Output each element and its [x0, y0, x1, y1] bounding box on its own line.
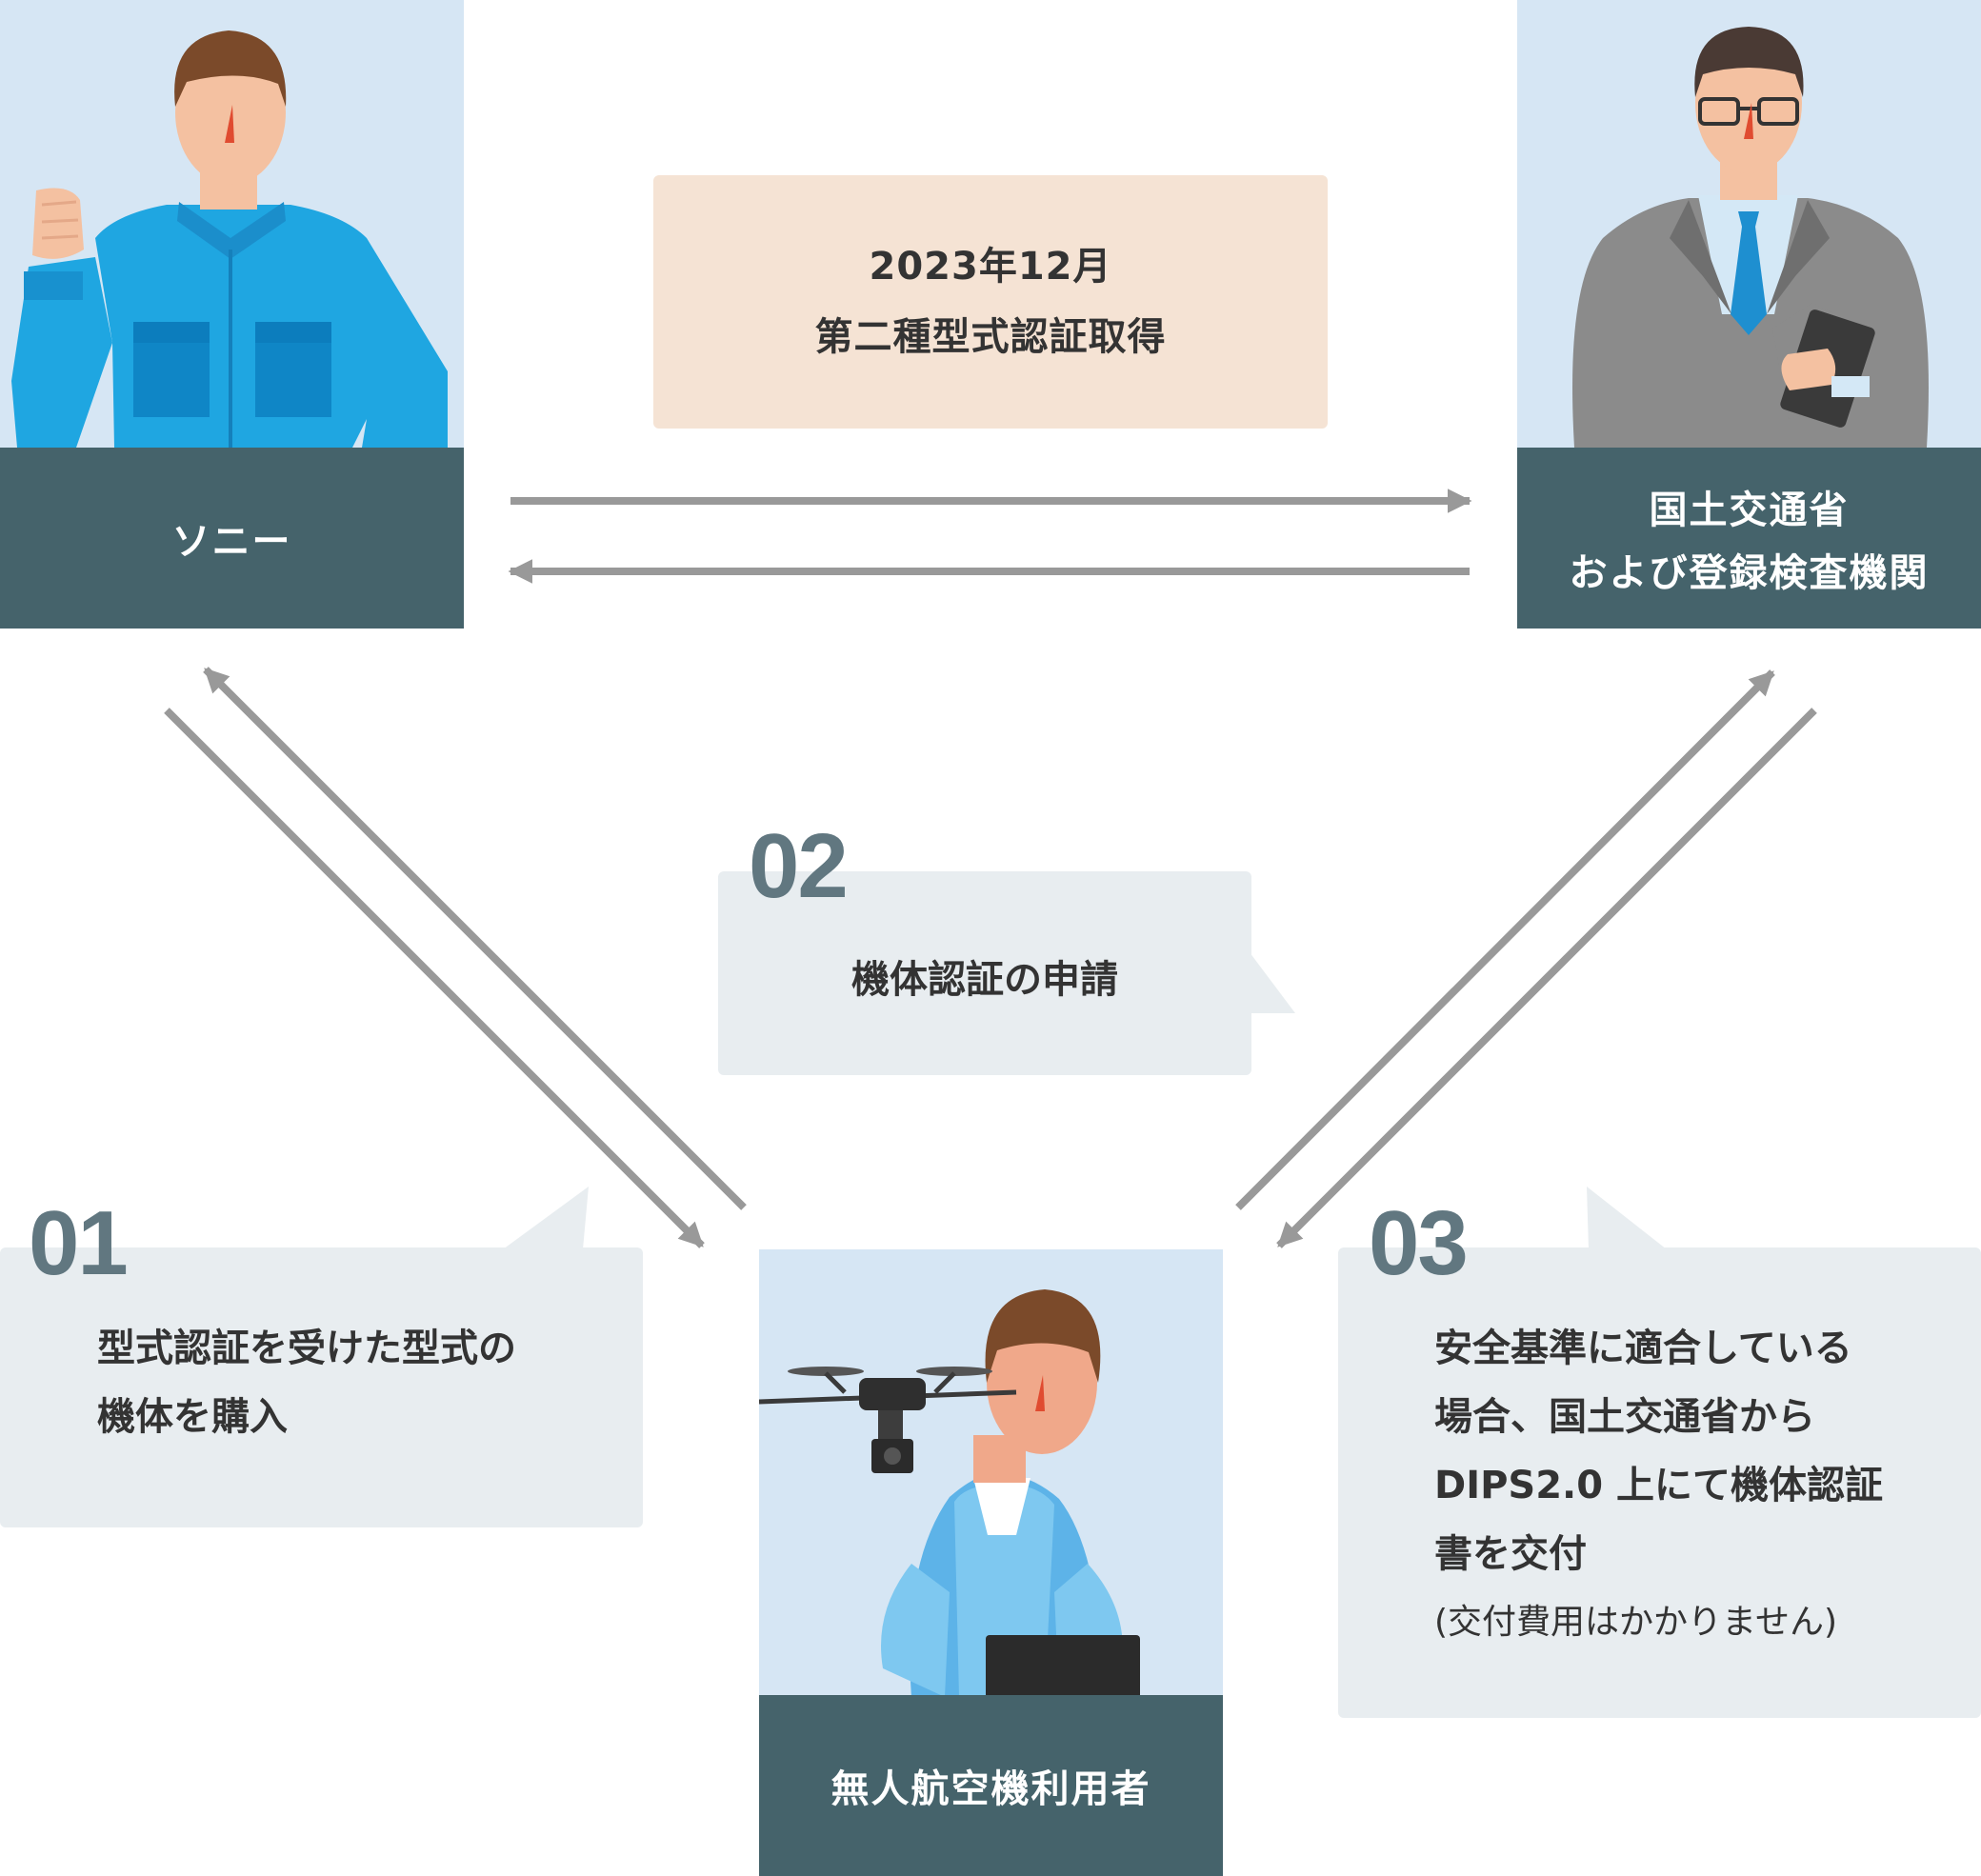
certification-box: 2023年12月 第二種型式認証取得 — [653, 175, 1328, 429]
user-label-text: 無人航空機利用者 — [830, 1767, 1151, 1811]
step-03-line-2: 場合、国土交通省から — [1434, 1395, 1815, 1439]
step-01-line-1: 型式認証を受けた型式の — [97, 1327, 516, 1370]
step-03-line-4: 書を交付 — [1434, 1532, 1587, 1576]
certification-title: 第二種型式認証取得 — [814, 315, 1167, 359]
card-sony-label: ソニー — [0, 448, 464, 629]
step-03-number: 03 — [1369, 1192, 1469, 1294]
sony-worker-illustration — [11, 30, 448, 448]
sony-label-text: ソニー — [171, 520, 292, 564]
step-01-text: 型式認証を受けた型式の 機体を購入 — [97, 1314, 516, 1451]
arrow-user-to-sony — [203, 667, 747, 1210]
card-mlit-label: 国土交通省 および登録検査機関 — [1517, 448, 1981, 629]
arrow-sony-to-user — [164, 708, 705, 1248]
step-01-bubble — [0, 1247, 643, 1527]
mlit-official-illustration — [1572, 27, 1929, 448]
step-01-number: 01 — [29, 1192, 129, 1294]
step-03-bubble — [1338, 1247, 1981, 1718]
card-sony: ソニー — [0, 0, 464, 629]
arrow-user-to-mlit — [1235, 669, 1775, 1210]
step-03-bubble-tail — [1587, 1187, 1667, 1249]
step-02-text: 機体認証の申請 — [718, 946, 1251, 1014]
step-03-line-1: 安全基準に適合している — [1434, 1327, 1852, 1370]
step-02-bubble-tail — [1250, 952, 1295, 1013]
step-02-bubble — [718, 871, 1251, 1075]
step-03-line-3: DIPS2.0 上にて機体認証 — [1434, 1464, 1883, 1507]
mlit-label-text: 国土交通省 — [1649, 489, 1850, 532]
certification-date: 2023年12月 — [869, 245, 1112, 289]
step-03-note: (交付費用はかかりません) — [1434, 1603, 1838, 1642]
drone-user-illustration — [759, 1289, 1140, 1697]
step-03-text: 安全基準に適合している 場合、国土交通省から DIPS2.0 上にて機体認証 書… — [1434, 1314, 1883, 1657]
mlit-sublabel-text: および登録検査機関 — [1569, 551, 1930, 595]
card-mlit: 国土交通省 および登録検査機関 — [1517, 0, 1981, 629]
card-user-label: 無人航空機利用者 — [759, 1695, 1223, 1876]
step-02-line-1: 機体認証の申請 — [851, 958, 1118, 1002]
arrow-mlit-to-user — [1276, 708, 1817, 1248]
drone-illustration — [759, 1367, 1017, 1473]
step-02-number: 02 — [749, 815, 849, 917]
step-01-line-2: 機体を購入 — [97, 1395, 288, 1439]
card-user: 無人航空機利用者 — [759, 1249, 1223, 1876]
step-01-bubble-tail — [503, 1187, 589, 1249]
